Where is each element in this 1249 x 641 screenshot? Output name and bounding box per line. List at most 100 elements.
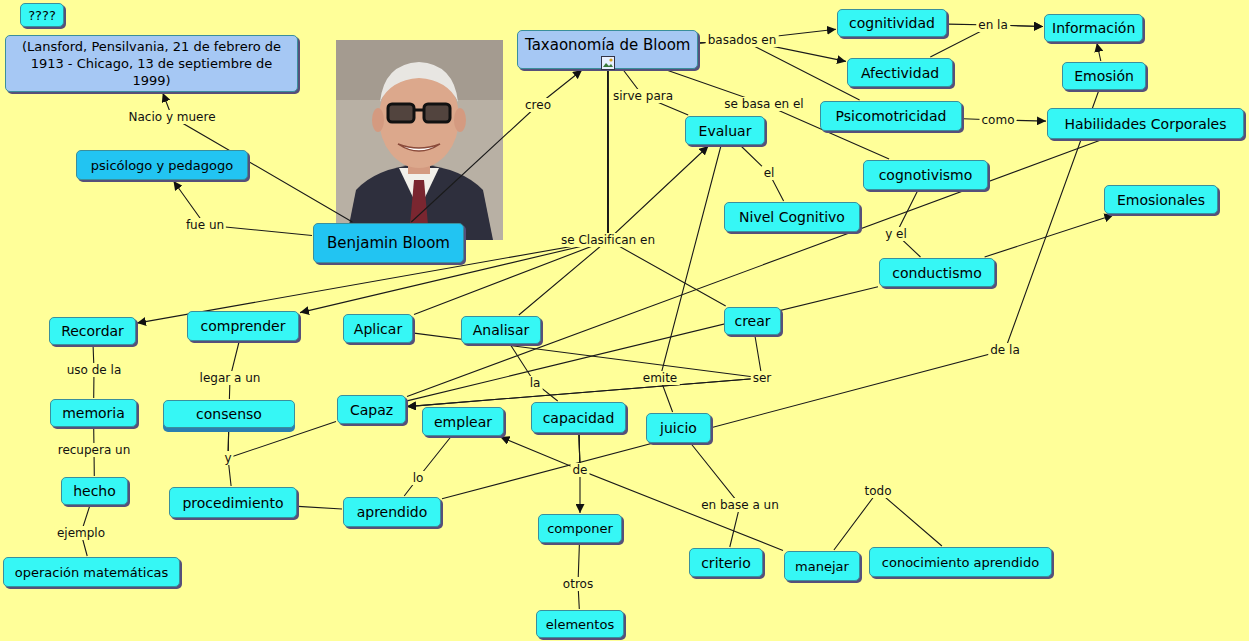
concept-text: conductismo [892, 265, 981, 281]
concept-text: hecho [73, 483, 116, 499]
concept-box: Psicomotricidad [820, 101, 962, 131]
concept-text: Capaz [350, 402, 393, 418]
concept-box: psicólogo y pedagogo [76, 150, 248, 180]
image-icon [601, 56, 615, 70]
concept-box: aprendido [343, 497, 441, 527]
concept-box: Información [1044, 14, 1143, 42]
concept-box: Emosionales [1104, 185, 1218, 214]
concept-text: cognotivismo [879, 167, 973, 183]
connector [404, 437, 451, 496]
concept-text: psicólogo y pedagogo [91, 158, 233, 173]
connector [414, 70, 608, 315]
concept-text: cognitividad [849, 15, 935, 31]
concept-text: Nivel Cognitivo [739, 209, 845, 225]
connector [411, 70, 582, 222]
concept-box: consenso [163, 400, 295, 428]
concept-box: cognotivismo [863, 160, 988, 190]
smile [398, 144, 440, 151]
connector [407, 140, 1101, 396]
connector [1097, 43, 1101, 61]
linking-phrase: se basa en el [722, 97, 805, 111]
concept-text: Recordar [61, 323, 124, 339]
icon-hill [603, 63, 613, 67]
glasses-bridge [414, 109, 424, 112]
connector [985, 215, 1114, 257]
concept-box: comprender [187, 311, 299, 341]
concept-text: conocimiento aprendido [882, 555, 1039, 570]
concept-text: Evaluar [699, 123, 752, 139]
linking-phrase: uso de la [65, 363, 124, 377]
concept-box: ???? [20, 3, 64, 27]
concept-box: componer [538, 514, 622, 543]
connector [608, 70, 709, 240]
concept-box: Recordar [49, 317, 136, 345]
concept-text: Emosión [1074, 68, 1134, 84]
linking-phrase: todo [862, 484, 893, 498]
concept-box: hecho [61, 477, 128, 505]
concept-text: capacidad [543, 410, 615, 426]
connector [442, 91, 1099, 499]
concept-text: ???? [28, 8, 56, 23]
concept-box: conocimiento aprendido [869, 547, 1052, 577]
concept-text: Analisar [473, 322, 529, 338]
concept-text: aprendido [357, 504, 428, 520]
linking-phrase: el [762, 166, 777, 180]
concept-box: criterio [689, 548, 763, 577]
concept-text: Emosionales [1117, 192, 1205, 208]
photo-background [336, 40, 503, 240]
connector [519, 70, 608, 315]
concept-text: consenso [196, 406, 262, 422]
portrait-illustration [336, 40, 503, 240]
linking-phrase: en base a un [699, 498, 781, 512]
connector [691, 444, 740, 547]
concept-box: emplear [422, 407, 504, 436]
connector [608, 70, 726, 306]
concept-box: Taxaonomía de Bloom [517, 30, 698, 69]
concept-text: Afectividad [861, 65, 939, 81]
concept-text: (Lansford, Pensilvania, 21 de febrero de… [13, 38, 290, 89]
linking-phrase: y el [883, 227, 909, 241]
concept-text: emplear [434, 414, 492, 430]
linking-phrase: recupera un [56, 443, 133, 457]
concept-box: procedimiento [169, 487, 297, 518]
concept-box: (Lansford, Pensilvania, 21 de febrero de… [5, 35, 298, 92]
linking-phrase: creo [523, 98, 553, 112]
concept-box: cognitividad [837, 9, 947, 37]
connector [300, 70, 608, 313]
concept-text: juicio [660, 420, 697, 436]
linking-phrase: basados en [706, 33, 779, 47]
concept-box: Afectividad [847, 58, 953, 87]
connector [298, 506, 342, 509]
concept-box: Emosión [1062, 62, 1146, 90]
linking-phrase: emite [641, 371, 680, 385]
linking-phrase: otros [561, 577, 595, 591]
linking-phrase: Nacio y muere [126, 110, 217, 124]
concept-text: procedimiento [182, 495, 283, 511]
concept-text: componer [547, 521, 613, 536]
linking-phrase: de la [988, 343, 1022, 357]
concept-text: crear [734, 313, 770, 329]
concept-box: elementos [536, 610, 624, 638]
concept-box: Nivel Cognitivo [724, 202, 860, 232]
concept-text: Benjamin Bloom [327, 234, 450, 252]
connector [700, 40, 860, 100]
linking-phrase: de [571, 463, 590, 477]
concept-box: juicio [646, 413, 711, 443]
concept-text: elementos [546, 617, 614, 632]
linking-phrase: se Clasifican en [559, 233, 657, 247]
linking-phrase: lo [411, 471, 426, 485]
concept-box: Benjamin Bloom [313, 223, 464, 263]
linking-phrase: la [528, 376, 543, 390]
concept-box: capacidad [531, 402, 626, 433]
linking-phrase: como [980, 113, 1017, 127]
icon-sun [609, 58, 612, 61]
concept-box: crear [724, 307, 781, 335]
glasses [424, 104, 450, 122]
concept-text: criterio [701, 555, 751, 571]
linking-phrase: ejemplo [55, 526, 107, 540]
ear [372, 108, 384, 132]
concept-text: Aplicar [354, 321, 402, 337]
linking-phrase: fue un [184, 218, 226, 232]
concept-box: conductismo [879, 258, 995, 287]
